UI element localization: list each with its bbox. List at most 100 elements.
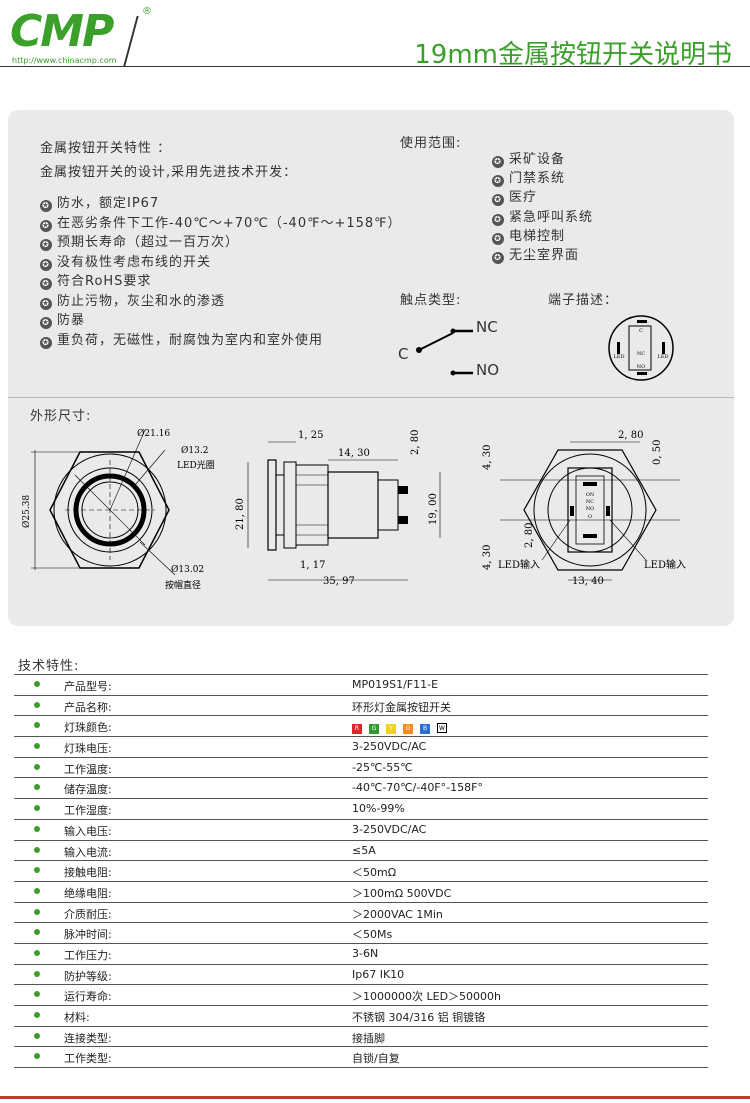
usage-item: ✪电梯控制 bbox=[492, 227, 593, 246]
back-c: 4, 30 bbox=[482, 445, 493, 470]
table-row: 灯珠电压:3-250VDC/AC bbox=[14, 737, 708, 758]
table-row: 工作压力:3-6N bbox=[14, 944, 708, 965]
company-logo: CMP ® http://www.chinacmp.com bbox=[10, 6, 152, 65]
star-icon: ✪ bbox=[40, 258, 52, 271]
bullet-dot-icon bbox=[34, 722, 40, 729]
star-icon: ✪ bbox=[40, 317, 52, 329]
table-row: 接触电阻:＜50mΩ bbox=[14, 861, 708, 882]
table-row: 输入电压:3-250VDC/AC bbox=[14, 820, 708, 841]
table-row: 产品名称:环形灯金属按钮开关 bbox=[14, 696, 708, 717]
bullet-dot-icon bbox=[34, 867, 40, 874]
bullet-dot-icon bbox=[34, 743, 40, 750]
bullet-dot-icon bbox=[34, 784, 40, 791]
star-icon: ✪ bbox=[40, 200, 52, 212]
table-row: 储存温度:-40℃-70℃/-40F°-158F° bbox=[14, 778, 708, 800]
header: CMP ® http://www.chinacmp.com 19mm金属按钮开关… bbox=[0, 0, 750, 72]
feature-item: ✪防暴 bbox=[40, 311, 402, 331]
color-chip-blue: B bbox=[420, 724, 430, 735]
front-d3: Ø25.38 bbox=[21, 495, 32, 528]
dimensions-title: 外形尺寸: bbox=[30, 409, 92, 424]
back-o-label: O bbox=[588, 514, 592, 520]
spec-table: 产品型号:MP019S1/F11-E 产品名称:环形灯金属按钮开关 灯珠颜色: … bbox=[14, 674, 708, 1069]
color-chip-red: R bbox=[352, 724, 362, 735]
star-icon: ✪ bbox=[40, 239, 52, 251]
star-icon: ✪ bbox=[492, 213, 504, 226]
side-c: 2, 80 bbox=[410, 430, 421, 455]
table-row: 工作温度:-25℃-55℃ bbox=[14, 758, 708, 779]
contact-schematic bbox=[416, 328, 473, 376]
terminal-title: 端子描述： bbox=[548, 293, 619, 308]
front-view-drawing: Ø21.16 Ø13.2 LED光圈 Ø25.38 Ø13.02 按帽直径 bbox=[21, 428, 215, 591]
star-icon: ✪ bbox=[492, 175, 504, 188]
front-d2: Ø13.2 bbox=[181, 445, 208, 456]
table-row: 工作湿度:10%-99% bbox=[14, 799, 708, 820]
bullet-dot-icon bbox=[34, 1053, 40, 1060]
no-label: NO bbox=[476, 361, 500, 379]
logo-url: http://www.chinacmp.com bbox=[12, 56, 117, 65]
feature-item: ✪在恶劣条件下工作-40℃～+70℃（-40℉～+158℉） bbox=[40, 214, 402, 234]
back-no-label: NO bbox=[586, 506, 594, 512]
back-view-drawing: ON NC NO O 2, 80 0, 50 4, 30 2, 80 4, 30… bbox=[482, 430, 686, 587]
side-e: 19, 00 bbox=[428, 493, 439, 525]
color-chip-orange: O bbox=[403, 724, 413, 735]
terminal-led-left: LED bbox=[614, 354, 625, 360]
c-label: C bbox=[398, 345, 409, 363]
feature-item: ✪防止污物，灰尘和水的渗透 bbox=[40, 292, 402, 312]
back-a: 2, 80 bbox=[618, 430, 643, 441]
back-on-label: ON bbox=[586, 492, 595, 498]
features-list: ✪防水，额定IP67 ✪在恶劣条件下工作-40℃～+70℃（-40℉～+158℉… bbox=[40, 194, 402, 350]
bullet-dot-icon bbox=[34, 929, 40, 936]
panel-divider bbox=[8, 397, 734, 398]
table-row: 产品型号:MP019S1/F11-E bbox=[14, 675, 708, 696]
bullet-dot-icon bbox=[34, 846, 40, 853]
side-g: 35, 97 bbox=[323, 576, 355, 587]
bullet-dot-icon bbox=[34, 887, 40, 894]
back-e: 4, 30 bbox=[482, 545, 493, 570]
table-row: 连接类型:接插脚 bbox=[14, 1027, 708, 1048]
terminal-led-right: LED bbox=[658, 354, 669, 360]
bullet-dot-icon bbox=[34, 763, 40, 770]
spec-title: 技术特性: bbox=[18, 659, 80, 674]
back-d: 2, 80 bbox=[524, 523, 535, 548]
bullet-dot-icon bbox=[34, 949, 40, 956]
logo-text: CMP bbox=[10, 6, 114, 57]
star-icon: ✪ bbox=[492, 232, 504, 245]
table-row: 脉冲时间:＜50Ms bbox=[14, 923, 708, 944]
table-row: 材料:不锈钢 304/316 铝 铜镀铬 bbox=[14, 1006, 708, 1027]
terminal-c-label: C bbox=[639, 328, 643, 334]
star-icon: ✪ bbox=[40, 336, 52, 349]
bullet-dot-icon bbox=[34, 970, 40, 977]
back-b: 0, 50 bbox=[652, 440, 663, 465]
feature-item: ✪没有极性考虑布线的开关 bbox=[40, 253, 402, 273]
registered-mark: ® bbox=[142, 6, 152, 17]
color-chip-yellow: Y bbox=[386, 724, 396, 735]
color-chip-white: W bbox=[437, 723, 447, 734]
terminal-no-label: NO bbox=[637, 364, 645, 370]
star-icon: ✪ bbox=[40, 219, 52, 232]
contact-type-title: 触点类型: bbox=[400, 293, 462, 308]
feature-item: ✪重负荷，无磁性，耐腐蚀为室内和室外使用 bbox=[40, 331, 402, 351]
front-d1: Ø21.16 bbox=[137, 428, 170, 439]
usage-item: ✪采矿设备 bbox=[492, 150, 593, 169]
color-chip-green: G bbox=[369, 724, 379, 735]
back-led-in-left: LED输入 bbox=[498, 558, 540, 571]
table-row: 防护等级:Ip67 IK10 bbox=[14, 965, 708, 986]
side-d: 21, 80 bbox=[235, 498, 246, 530]
bullet-dot-icon bbox=[34, 681, 40, 687]
footer-bar bbox=[0, 1096, 750, 1099]
header-rule bbox=[0, 66, 750, 67]
back-nc-label: NC bbox=[586, 499, 594, 505]
star-icon: ✪ bbox=[492, 194, 504, 207]
front-cap: 按帽直径 bbox=[165, 579, 201, 591]
usage-item: ✪门禁系统 bbox=[492, 169, 593, 188]
bullet-dot-icon bbox=[34, 825, 40, 832]
side-f: 1, 17 bbox=[300, 560, 325, 571]
table-row: 介质耐压:＞2000VAC 1Min bbox=[14, 903, 708, 924]
front-led-ring: LED光圈 bbox=[177, 459, 215, 471]
bullet-dot-icon bbox=[34, 908, 40, 915]
terminal-diagram: C NC NO LED LED bbox=[608, 315, 674, 381]
star-icon: ✪ bbox=[40, 278, 52, 290]
bullet-dot-icon bbox=[34, 1032, 40, 1039]
